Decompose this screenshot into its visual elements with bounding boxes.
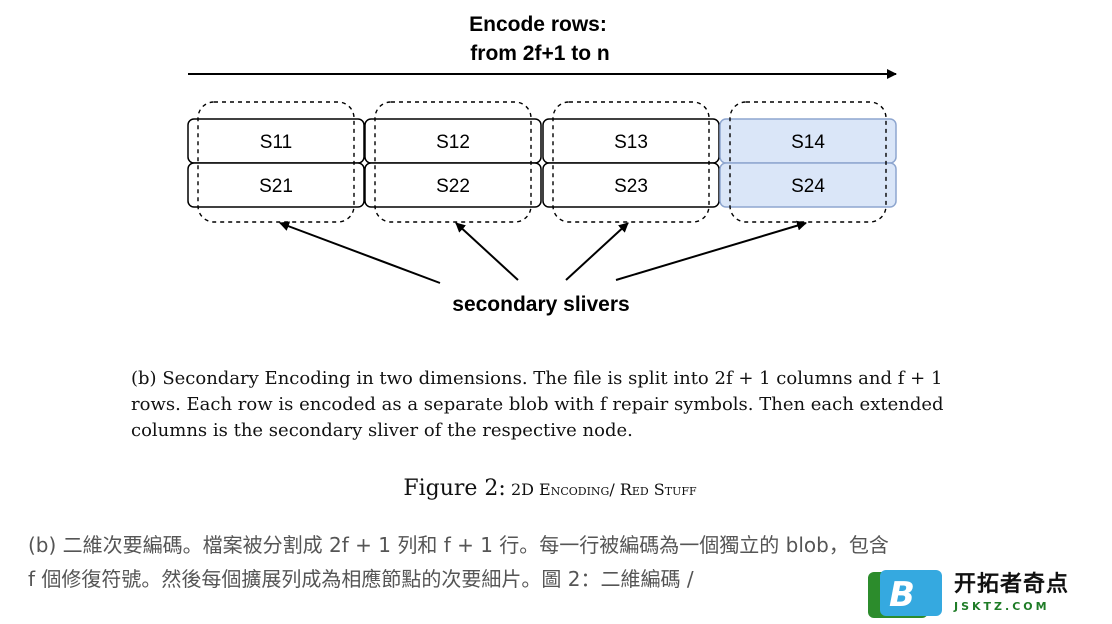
figure-caption: (b) Secondary Encoding in two dimensions…	[131, 366, 971, 444]
translation-line1: (b) 二維次要編碼。檔案被分割成 2f + 1 列和 f + 1 行。每一行被…	[28, 533, 889, 557]
sliver-cell-label: S11	[260, 132, 292, 153]
figure-label: Figure 2:	[403, 476, 506, 501]
encoding-diagram: Encode rows: from 2f+1 to n S11 S12 S13 S14…	[187, 13, 897, 316]
pointer-arrows	[279, 220, 807, 284]
figure-description: 2D Encoding/ Red Stuff	[510, 480, 697, 499]
sliver-cell-label: S12	[436, 132, 470, 153]
pointer-arrow-col3	[565, 222, 629, 281]
caption-label: (b)	[131, 368, 157, 389]
diagram-title-line2: from 2f+1 to n	[470, 42, 609, 65]
sliver-cell-label: S13	[614, 132, 648, 153]
watermark-logo: B	[868, 570, 942, 618]
watermark-text: 开拓者奇点 JSKTZ.COM	[954, 566, 1104, 613]
secondary-sliver-outline	[729, 101, 887, 223]
sliver-cell-label: S22	[436, 176, 470, 197]
secondary-sliver-outline	[374, 101, 532, 223]
pointer-arrow-col1	[279, 221, 441, 284]
sliver-cell	[542, 162, 720, 208]
sliver-cell-label: S23	[614, 176, 648, 197]
secondary-sliver-columns	[197, 101, 887, 223]
translation-line2: f 個修復符號。然後每個擴展列成為相應節點的次要細片。圖 2：二維編碼 /	[28, 567, 694, 591]
pointer-arrow-col4	[615, 220, 807, 281]
chinese-translation: (b) 二維次要編碼。檔案被分割成 2f + 1 列和 f + 1 行。每一行被…	[28, 528, 1088, 596]
sliver-cell	[187, 162, 365, 208]
figure-title: Figure 2: 2D Encoding/ Red Stuff	[0, 476, 1100, 501]
watermark-sub: JSKTZ.COM	[954, 600, 1050, 613]
sliver-cell-label: S21	[259, 176, 293, 197]
secondary-sliver-outline	[552, 101, 710, 223]
diagram-title-line1: Encode rows:	[469, 13, 607, 36]
sliver-cell	[364, 162, 542, 208]
pointer-arrow-col2	[455, 222, 519, 281]
sliver-cell-label: S14	[791, 132, 825, 153]
sliver-cell	[719, 162, 897, 208]
caption-text: Secondary Encoding in two dimensions. Th…	[131, 368, 944, 441]
sliver-cell-label: S24	[791, 176, 825, 197]
secondary-slivers-label: secondary slivers	[452, 293, 629, 316]
watermark-main: 开拓者奇点	[954, 572, 1070, 597]
secondary-sliver-outline	[197, 101, 355, 223]
watermark-logo-letter: B	[889, 575, 915, 615]
